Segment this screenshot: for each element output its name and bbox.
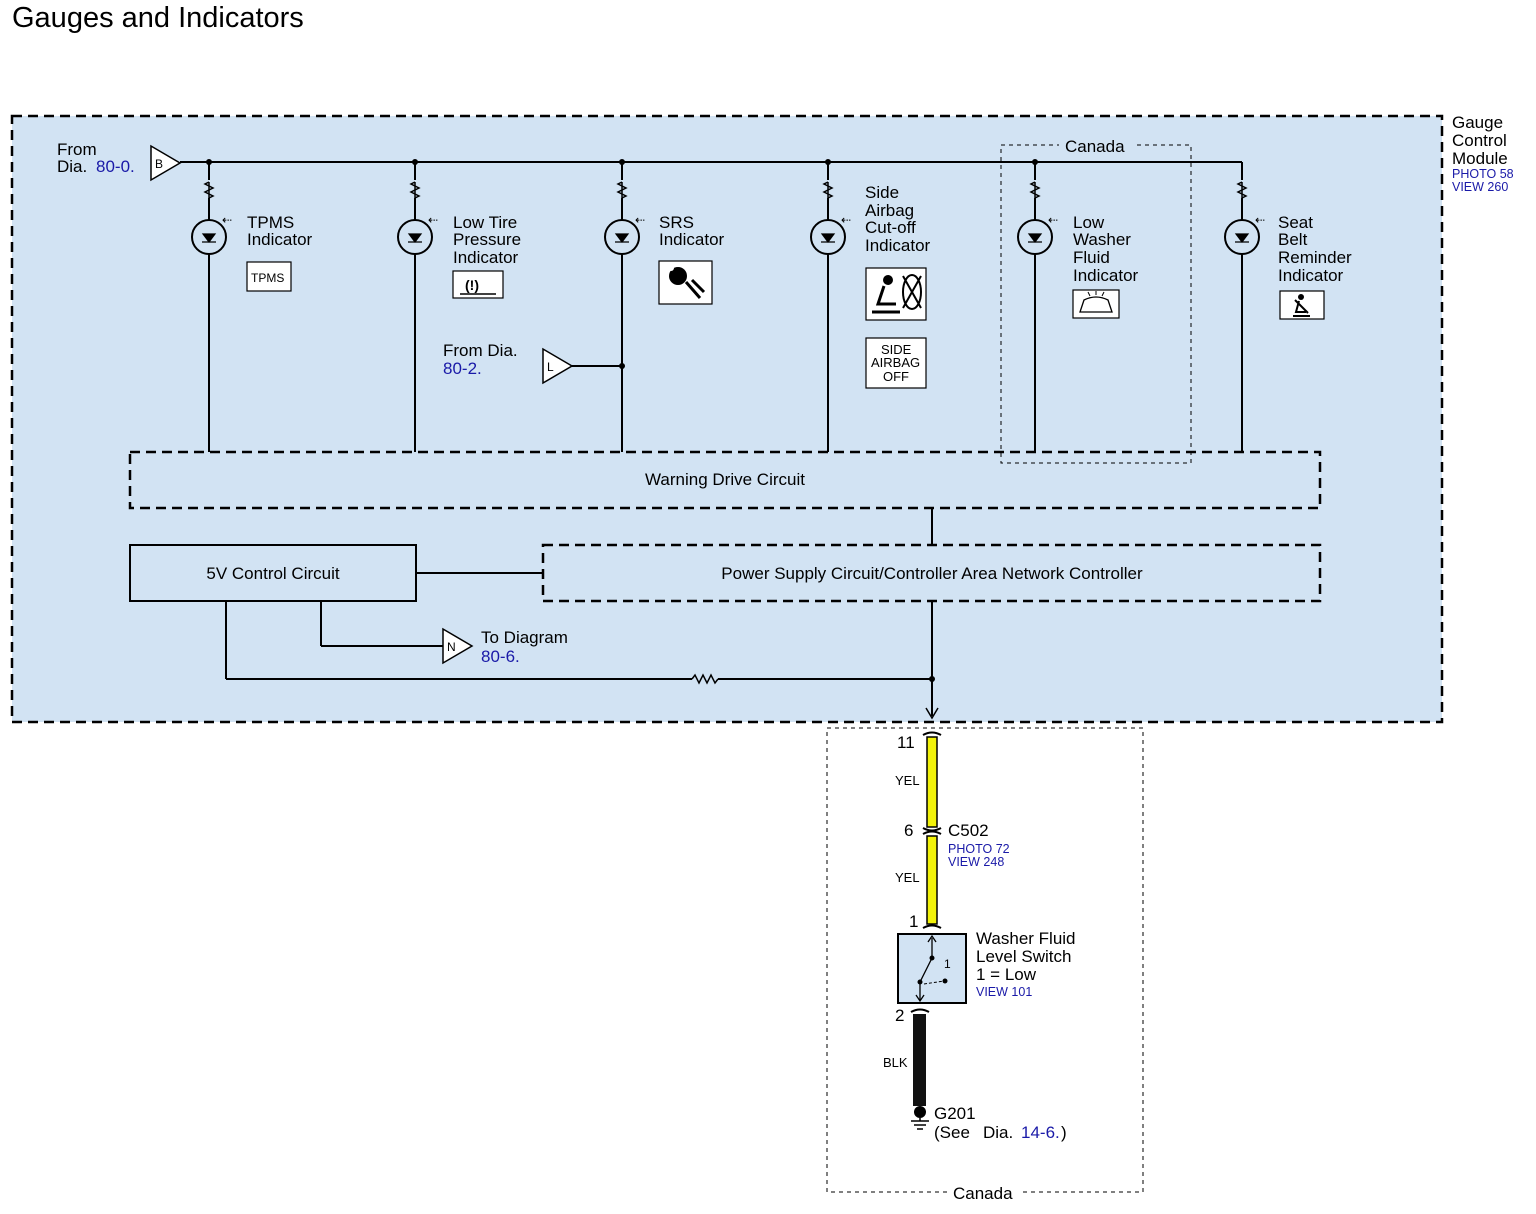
pin-2-label: 2 xyxy=(895,1006,904,1025)
ground-g201-label: G201 xyxy=(934,1104,976,1123)
warning-drive-circuit-label: Warning Drive Circuit xyxy=(645,470,805,489)
ground-point-icon xyxy=(914,1106,926,1118)
ground-dia-label: Dia. xyxy=(983,1123,1013,1142)
svg-text:TPMS: TPMS xyxy=(247,213,294,232)
pin-11-label: 11 xyxy=(897,733,915,752)
module-photo-ref[interactable]: PHOTO 58 xyxy=(1452,167,1514,181)
svg-text:Seat: Seat xyxy=(1278,213,1313,232)
svg-text:Low: Low xyxy=(1073,213,1105,232)
module-name-line3: Module xyxy=(1452,149,1508,168)
indicator-side-airbag-cutoff: ⇠ Side Airbag Cut-off Indicator SIDE AIR… xyxy=(810,159,931,452)
svg-text:SRS: SRS xyxy=(659,213,694,232)
svg-text:⇠: ⇠ xyxy=(635,213,645,227)
svg-text:Indicator: Indicator xyxy=(1073,266,1139,285)
svg-text:Airbag: Airbag xyxy=(865,201,914,220)
svg-text:Side: Side xyxy=(865,183,899,202)
switch-name-line2: Level Switch xyxy=(976,947,1071,966)
svg-text:Low Tire: Low Tire xyxy=(453,213,517,232)
svg-text:Cut-off: Cut-off xyxy=(865,218,916,237)
output-n-arrow-icon xyxy=(442,627,474,665)
svg-text:Belt: Belt xyxy=(1278,230,1308,249)
svg-text:Reminder: Reminder xyxy=(1278,248,1352,267)
switch-name-line3: 1 = Low xyxy=(976,965,1037,984)
input-b-letter: B xyxy=(155,157,163,171)
indicator-srs: ⇠ SRS Indicator xyxy=(604,159,725,452)
five-v-control-circuit-label: 5V Control Circuit xyxy=(206,564,339,583)
module-name-line2: Control xyxy=(1452,131,1507,150)
svg-text:Indicator: Indicator xyxy=(453,248,519,267)
harness: 11 YEL 6 C502 PHOTO 72 VIEW 248 YEL 1 1 … xyxy=(883,731,1076,1142)
switch-name-line1: Washer Fluid xyxy=(976,929,1076,948)
wire2-color-label: YEL xyxy=(895,870,920,885)
input-b-dia: Dia. xyxy=(57,157,87,176)
svg-text:TPMS: TPMS xyxy=(251,271,284,285)
pin-1-label: 1 xyxy=(909,912,918,931)
svg-text:⇠: ⇠ xyxy=(428,213,438,227)
output-n-letter: N xyxy=(447,640,456,654)
pin-6-label: 6 xyxy=(904,821,913,840)
svg-text:AIRBAG: AIRBAG xyxy=(871,355,920,370)
yellow-wire-2 xyxy=(926,835,938,925)
wire3-color-label: BLK xyxy=(883,1055,908,1070)
gauge-control-module-box xyxy=(10,114,1444,724)
indicator-tpms: ⇠ TPMS Indicator TPMS xyxy=(191,159,313,452)
yellow-wire-1 xyxy=(926,736,938,828)
input-l-arrow-icon xyxy=(542,347,574,385)
svg-text:Fluid: Fluid xyxy=(1073,248,1110,267)
warning-drive-circuit-box xyxy=(128,450,1322,510)
black-wire xyxy=(913,1014,926,1106)
ground-ref-link[interactable]: 14-6. xyxy=(1021,1123,1060,1142)
connector-view-ref[interactable]: VIEW 248 xyxy=(948,855,1004,869)
ground-close-paren: ) xyxy=(1061,1123,1067,1142)
svg-text:Indicator: Indicator xyxy=(247,230,313,249)
input-l-letter: L xyxy=(547,360,554,374)
connector-photo-ref[interactable]: PHOTO 72 xyxy=(948,842,1010,856)
connector-c502-label: C502 xyxy=(948,821,989,840)
svg-text:(!): (!) xyxy=(465,277,479,293)
page-title: Gauges and Indicators xyxy=(12,2,304,34)
svg-text:Indicator: Indicator xyxy=(1278,266,1344,285)
output-n-to: To Diagram xyxy=(481,628,568,647)
svg-text:Indicator: Indicator xyxy=(659,230,725,249)
indicator-seat-belt-reminder: ⇠ Seat Belt Reminder Indicator xyxy=(1224,162,1352,452)
tpms-text-icon xyxy=(246,261,292,292)
side-airbag-off-badge xyxy=(865,337,927,389)
ground-see-label: (See xyxy=(934,1123,970,1142)
svg-text:OFF: OFF xyxy=(883,369,909,384)
canada-option-box xyxy=(1000,144,1192,464)
canada-label-bottom: Canada xyxy=(953,1184,1013,1203)
canada-label-top: Canada xyxy=(1065,137,1125,156)
svg-text:Washer: Washer xyxy=(1073,230,1131,249)
module-view-ref[interactable]: VIEW 260 xyxy=(1452,180,1508,194)
switch-view-ref[interactable]: VIEW 101 xyxy=(976,985,1032,999)
indicator-low-tire-pressure: ⇠ Low Tire Pressure Indicator (!) xyxy=(397,159,521,452)
indicator-low-washer-fluid: ⇠ Low Washer Fluid Indicator xyxy=(1017,159,1139,452)
svg-text:⇠: ⇠ xyxy=(1048,213,1058,227)
svg-text:SIDE: SIDE xyxy=(881,342,912,357)
svg-text:⇠: ⇠ xyxy=(1255,213,1265,227)
svg-text:Pressure: Pressure xyxy=(453,230,521,249)
input-l-ref[interactable]: 80-2. xyxy=(443,359,482,378)
output-n-ref[interactable]: 80-6. xyxy=(481,647,520,666)
input-b-from: From xyxy=(57,140,97,159)
input-l-from: From Dia. xyxy=(443,341,518,360)
input-b-arrow-icon xyxy=(150,144,182,182)
switch-position-label: 1 xyxy=(944,957,951,971)
svg-text:⇠: ⇠ xyxy=(841,213,851,227)
power-supply-circuit-label: Power Supply Circuit/Controller Area Net… xyxy=(721,564,1143,583)
wire1-color-label: YEL xyxy=(895,773,920,788)
input-b-ref[interactable]: 80-0. xyxy=(96,157,135,176)
svg-text:Indicator: Indicator xyxy=(865,236,931,255)
module-name-line1: Gauge xyxy=(1452,113,1503,132)
svg-text:⇠: ⇠ xyxy=(222,213,232,227)
